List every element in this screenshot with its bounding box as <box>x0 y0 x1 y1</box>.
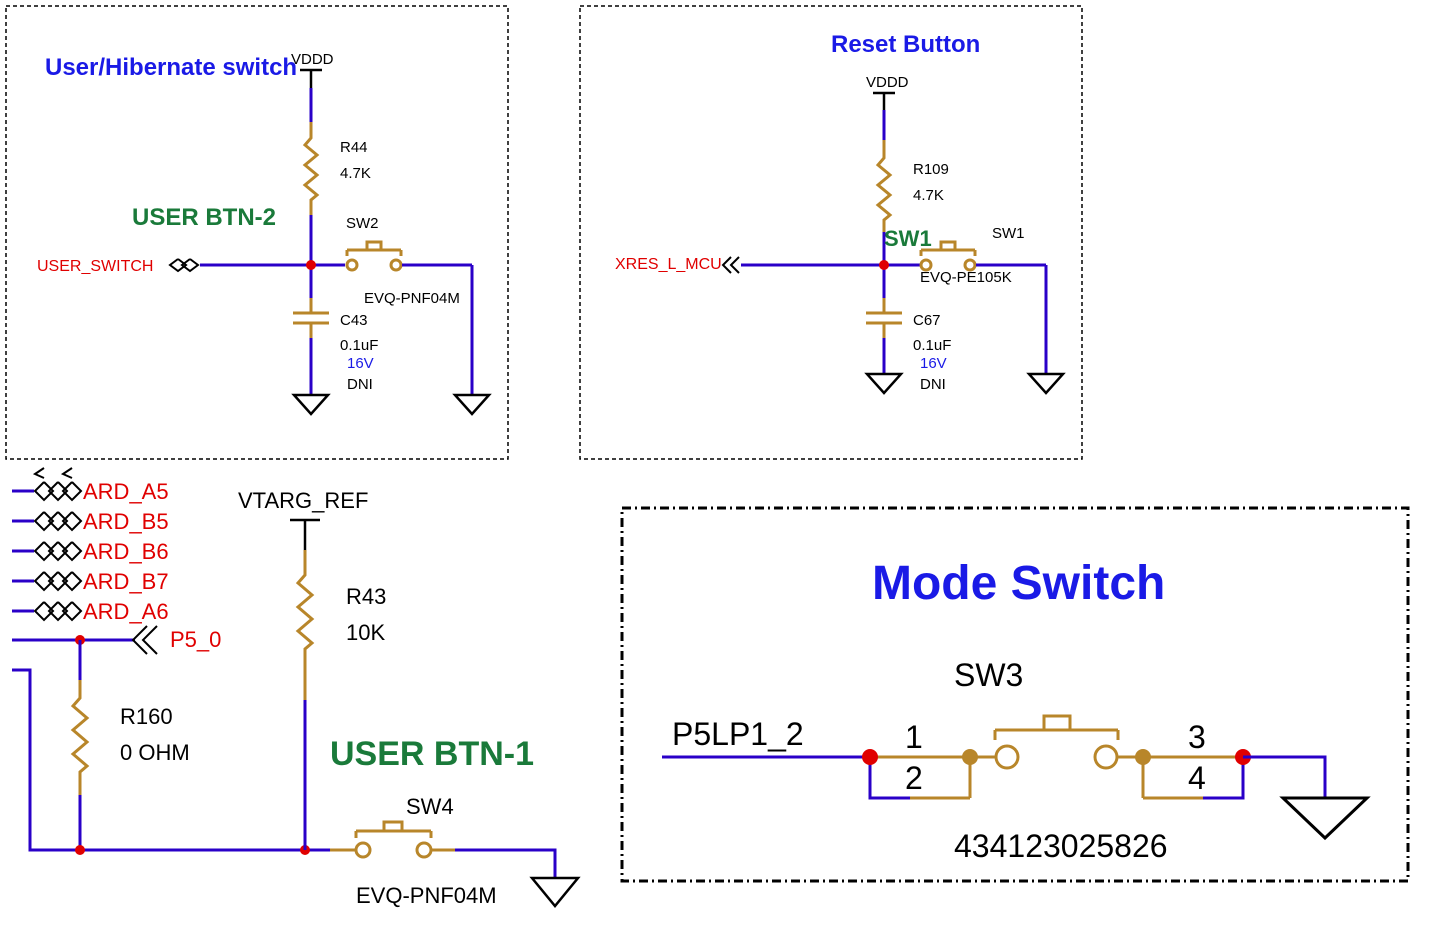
junction-dot <box>879 260 889 270</box>
switch-ref: SW1 <box>992 225 1025 242</box>
switch-part: EVQ-PNF04M <box>364 290 460 307</box>
panel-border <box>5 5 509 460</box>
port-row: ARD_B5 <box>12 509 169 534</box>
resistor-value: 4.7K <box>913 187 944 204</box>
port-label: ARD_B5 <box>83 509 169 534</box>
button-label: USER BTN-2 <box>132 204 276 231</box>
pushbutton-sw4 <box>354 820 433 859</box>
resistor-ref: R109 <box>913 161 949 178</box>
net-label: P5LP1_2 <box>672 716 804 752</box>
pin-dot <box>1135 749 1151 765</box>
resistor-r109 <box>875 140 893 232</box>
net-label: P5_0 <box>170 627 221 652</box>
resistor-ref: R43 <box>346 584 386 609</box>
user-btn1-panel: ARD_A5 ARD_B5 ARD_B6 ARD_B <box>12 467 581 908</box>
ground-icon <box>452 393 492 416</box>
bidirectional-port-icon <box>168 258 200 273</box>
capacitor-ref: C67 <box>913 312 941 329</box>
ground-icon <box>1026 372 1066 395</box>
panel-title: Mode Switch <box>872 557 1165 610</box>
pin-label: 3 <box>1188 719 1206 755</box>
port-row: ARD_B6 <box>12 539 169 564</box>
pin-label: 4 <box>1188 760 1206 796</box>
pushbutton-sw1 <box>919 240 977 272</box>
switch-ref: SW3 <box>954 657 1023 693</box>
panel-title: User/Hibernate switch <box>45 54 297 81</box>
switch-ref: SW2 <box>346 215 379 232</box>
net-label: XRES_L_MCU <box>615 256 722 273</box>
resistor-r160 <box>70 680 90 795</box>
port-arrow-icon <box>131 625 158 655</box>
port-arrow-icon <box>721 256 740 274</box>
port-row: ARD_B7 <box>12 569 169 594</box>
switch-part: EVQ-PE105K <box>920 269 1012 286</box>
capacitor-value: 0.1uF <box>340 337 378 354</box>
junction-dot <box>306 260 316 270</box>
resistor-value: 10K <box>346 620 385 645</box>
net-label: USER_SWITCH <box>37 258 153 275</box>
power-label: VDDD <box>866 74 909 91</box>
resistor2-ref: R160 <box>120 704 173 729</box>
panel-title: Reset Button <box>831 31 980 58</box>
capacitor-ref: C43 <box>340 312 368 329</box>
resistor2-value: 0 OHM <box>120 740 190 765</box>
resistor-r44 <box>302 122 320 215</box>
junction-dot <box>75 845 85 855</box>
port-row: ARD_A5 <box>12 479 169 504</box>
power-label: VTARG_REF <box>238 488 368 513</box>
panel-border <box>579 5 1083 460</box>
resistor-ref: R44 <box>340 139 368 156</box>
switch-ref: SW4 <box>406 794 454 819</box>
port-label: ARD_B6 <box>83 539 169 564</box>
button-label: SW1 <box>884 226 932 251</box>
capacitor-voltage: 16V <box>920 355 947 372</box>
reset-panel: Reset Button VDDD R109 4.7K SW1 XRES_L_M… <box>579 5 1083 460</box>
ground-icon <box>529 876 581 908</box>
port-label: ARD_B7 <box>83 569 169 594</box>
switch-part: EVQ-PNF04M <box>356 883 497 908</box>
port-label: ARD_A5 <box>83 479 169 504</box>
ground-icon <box>864 372 904 395</box>
pushbutton-sw2 <box>345 240 403 272</box>
user-hibernate-panel: User/Hibernate switch VDDD R44 4.7K USER… <box>5 5 509 460</box>
capacitor-voltage: 16V <box>347 355 374 372</box>
ground-icon <box>1279 796 1371 841</box>
capacitor-note: DNI <box>347 376 373 393</box>
ground-icon <box>291 393 331 416</box>
port-label: ARD_A6 <box>83 599 169 624</box>
pin-label: 1 <box>905 719 923 755</box>
power-label: VDDD <box>291 51 334 68</box>
junction-dot <box>862 749 878 765</box>
resistor-value: 4.7K <box>340 165 371 182</box>
pushbutton-sw3 <box>993 714 1120 770</box>
button-label: USER BTN-1 <box>330 735 534 773</box>
resistor-r43 <box>295 565 315 670</box>
panel-border <box>620 506 1410 883</box>
mode-switch-panel: Mode Switch P5LP1_2 1 2 SW3 434123025826 <box>620 506 1410 883</box>
capacitor-note: DNI <box>920 376 946 393</box>
switch-part: 434123025826 <box>954 828 1168 864</box>
port-row: ARD_A6 <box>12 599 169 624</box>
pin-label: 2 <box>905 760 923 796</box>
capacitor-value: 0.1uF <box>913 337 951 354</box>
port-list: ARD_A5 ARD_B5 ARD_B6 ARD_B <box>12 467 169 624</box>
